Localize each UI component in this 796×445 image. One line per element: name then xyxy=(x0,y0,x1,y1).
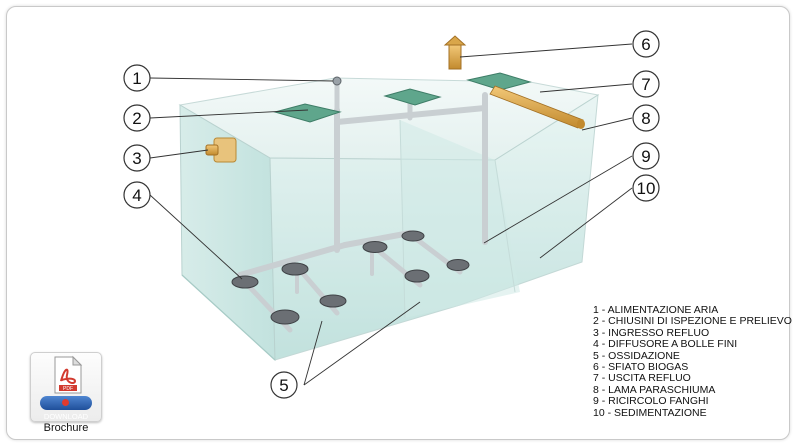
download-label: DOWNLOAD xyxy=(43,412,89,421)
legend-item: 1 - ALIMENTAZIONE ARIA xyxy=(593,304,719,316)
outlet-pipe xyxy=(489,85,585,129)
legend-item: 10 - SEDIMENTAZIONE xyxy=(593,406,707,419)
callout-label: 9 xyxy=(641,147,650,166)
callout-label: 6 xyxy=(641,35,650,54)
callouts xyxy=(123,30,660,399)
callout-5 xyxy=(270,371,298,399)
legend-item: 7 - USCITA REFLUO xyxy=(593,372,691,385)
callout-label: 2 xyxy=(132,109,141,128)
legend-item: 8 - LAMA PARASCHIUMA xyxy=(593,383,716,396)
callout-7 xyxy=(632,70,660,98)
legend-item: 2 - CHIUSINI DI ISPEZIONE E PRELIEVO xyxy=(593,315,792,328)
tank xyxy=(178,77,600,362)
brochure-caption[interactable]: Brochure xyxy=(43,422,89,434)
callout-label: 7 xyxy=(641,75,650,94)
callout-8 xyxy=(632,104,660,132)
callout-label: 8 xyxy=(641,109,650,128)
callout-4 xyxy=(123,181,151,209)
air-supply-valve xyxy=(332,76,342,86)
callout-2 xyxy=(123,104,151,132)
brochure-download-button[interactable]: PDF xyxy=(30,352,102,422)
legend-item: 6 - SFIATO BIOGAS xyxy=(593,361,689,374)
diffusers xyxy=(231,230,470,325)
legend-item: 5 - OSSIDAZIONE xyxy=(593,349,680,362)
leader-lines xyxy=(149,43,633,386)
callout-10 xyxy=(632,174,660,202)
callout-label: 1 xyxy=(132,69,141,88)
pdf-label: PDF xyxy=(63,386,73,392)
callout-label: 5 xyxy=(279,376,288,395)
legend: 1 - ALIMENTAZIONE ARIA 2 - CHIUSINI DI I… xyxy=(593,304,792,419)
callout-6 xyxy=(632,30,660,58)
legend-item: 9 - RICIRCOLO FANGHI xyxy=(593,395,709,408)
legend-item: 3 - INGRESSO REFLUO xyxy=(593,326,710,339)
inspection-hatches xyxy=(273,72,532,123)
pdf-file-icon: PDF xyxy=(54,355,83,394)
callout-3 xyxy=(123,144,151,172)
legend-item: 4 - DIFFUSORE A BOLLE FINI xyxy=(593,338,738,351)
download-button[interactable]: DOWNLOAD xyxy=(40,396,92,421)
callout-numbers: 1 2 3 4 5 6 7 8 9 10 xyxy=(132,35,655,395)
callout-label: 3 xyxy=(132,149,141,168)
callout-9 xyxy=(632,142,660,170)
callout-label: 4 xyxy=(132,186,141,205)
biogas-vent xyxy=(443,35,467,70)
callout-1 xyxy=(123,64,151,92)
download-arrow-icon xyxy=(61,399,69,406)
callout-label: 10 xyxy=(637,179,656,198)
